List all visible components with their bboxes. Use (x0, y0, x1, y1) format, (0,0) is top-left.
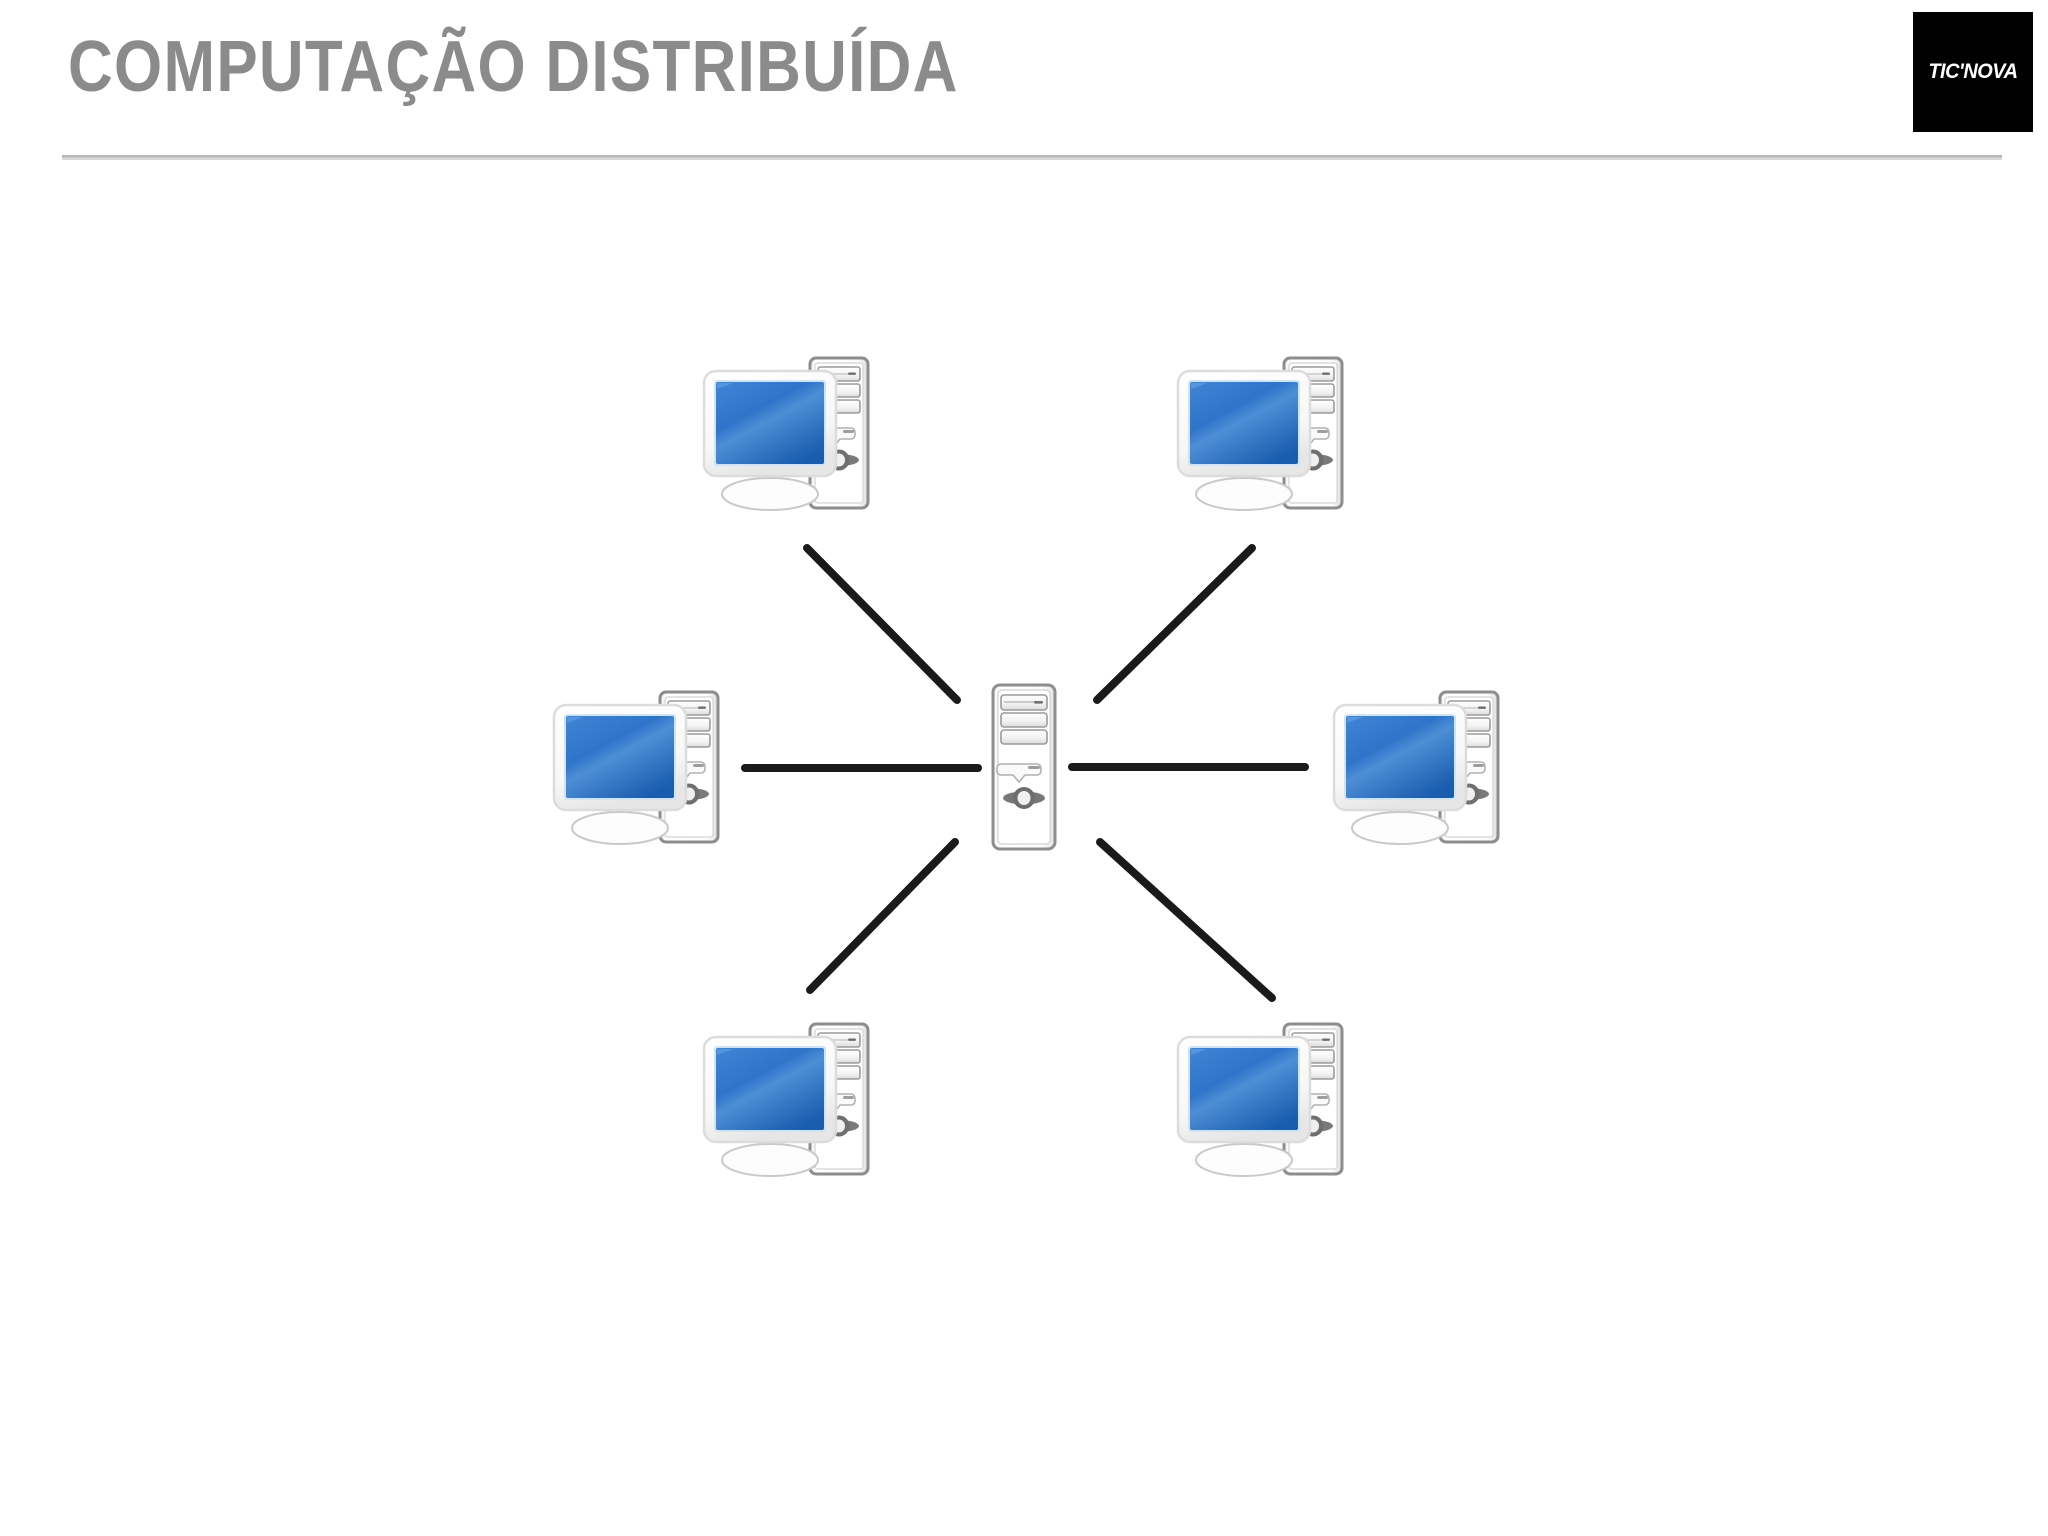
page-title: COMPUTAÇÃO DISTRIBUÍDA (68, 27, 959, 107)
link-node-bottom-left-to-server (806, 838, 959, 994)
desktop-computer-icon (702, 356, 870, 511)
link-group (741, 544, 1309, 1002)
link-node-top-right-to-server (1093, 544, 1256, 704)
link-node-bottom-right-to-server (1096, 838, 1276, 1002)
node-top-left[interactable] (698, 352, 886, 524)
brand-logo: TIC'NOVA (1913, 12, 2033, 132)
server-node[interactable] (990, 682, 1060, 852)
brand-logo-text: TIC'NOVA (1928, 60, 2018, 83)
link-node-top-left-to-server (803, 544, 961, 704)
server-tower-icon (991, 683, 1057, 851)
title-divider (62, 155, 2002, 160)
